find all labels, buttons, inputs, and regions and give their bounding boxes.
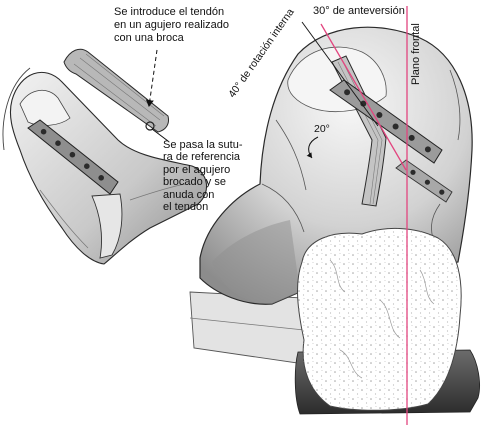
suture-annotation: Se pasa la sutu- ra de referencia por el… (163, 139, 243, 213)
plate-hole (84, 163, 90, 169)
plate-hole (69, 151, 76, 158)
plate-hole (55, 140, 61, 146)
drill-hole-annotation-line: Se introduce el tendón (114, 6, 225, 18)
tendon-graft (331, 55, 387, 207)
inset-tendon-graft (63, 48, 169, 133)
drill-hole-annotation: Se introduce el tendón en un agujero rea… (114, 6, 229, 45)
plate-hole (344, 89, 351, 96)
plate-hole (408, 134, 415, 141)
thigh-shadow (212, 220, 300, 304)
lower-plate (395, 159, 453, 203)
inset-illustration (2, 48, 208, 265)
soft-tissue-folds (261, 69, 461, 251)
lower-plate-holes (410, 169, 445, 195)
plate-hole (392, 123, 399, 130)
table-edge (189, 317, 305, 331)
plate-hole (376, 112, 383, 118)
drill-hole-annotation-line: en un agujero realizado (114, 19, 229, 31)
suture-annotation-line: brocado y se (163, 176, 226, 189)
pad-texture (297, 228, 462, 411)
plate-hole (424, 179, 430, 185)
fixation-plate (329, 79, 443, 164)
inset-shading (39, 183, 186, 249)
suture-leader-line (151, 128, 169, 142)
anteversion-label: 30° de anteversión (313, 5, 405, 17)
suture-annotation-line: Se pasa la sutu- (163, 139, 243, 151)
inset-suture-knot (145, 121, 155, 131)
suture-annotation-line: ra de referencia (163, 151, 241, 164)
plate-holes (344, 89, 431, 153)
plate-hole (98, 175, 104, 181)
drill-hole-leader-arrow (145, 49, 158, 107)
internal-rotation-axis (301, 21, 379, 127)
tilt-angle-label: 20° (314, 123, 330, 135)
inset-plate-holes (40, 128, 104, 181)
plate-hole (40, 128, 47, 135)
anteversion-line (320, 23, 407, 171)
frontal-plane-label: Plano frontal (410, 23, 422, 85)
suture-annotation-line: el tendón (163, 201, 209, 214)
inset-outline-arc (2, 67, 31, 151)
suture-annotation-line: anuda con (163, 188, 215, 201)
plate-hole (410, 169, 416, 175)
plate-hole (439, 189, 445, 195)
main-illustration (189, 26, 480, 415)
pad-crinkles (329, 259, 435, 379)
drill-hole-annotation-line: con una broca (114, 32, 184, 44)
suture-annotation-line: por el agujero (163, 163, 231, 176)
plate-hole (360, 100, 367, 107)
inset-tibia (91, 193, 123, 259)
plate-hole (424, 146, 431, 153)
tilt-angle-arc (306, 136, 319, 159)
